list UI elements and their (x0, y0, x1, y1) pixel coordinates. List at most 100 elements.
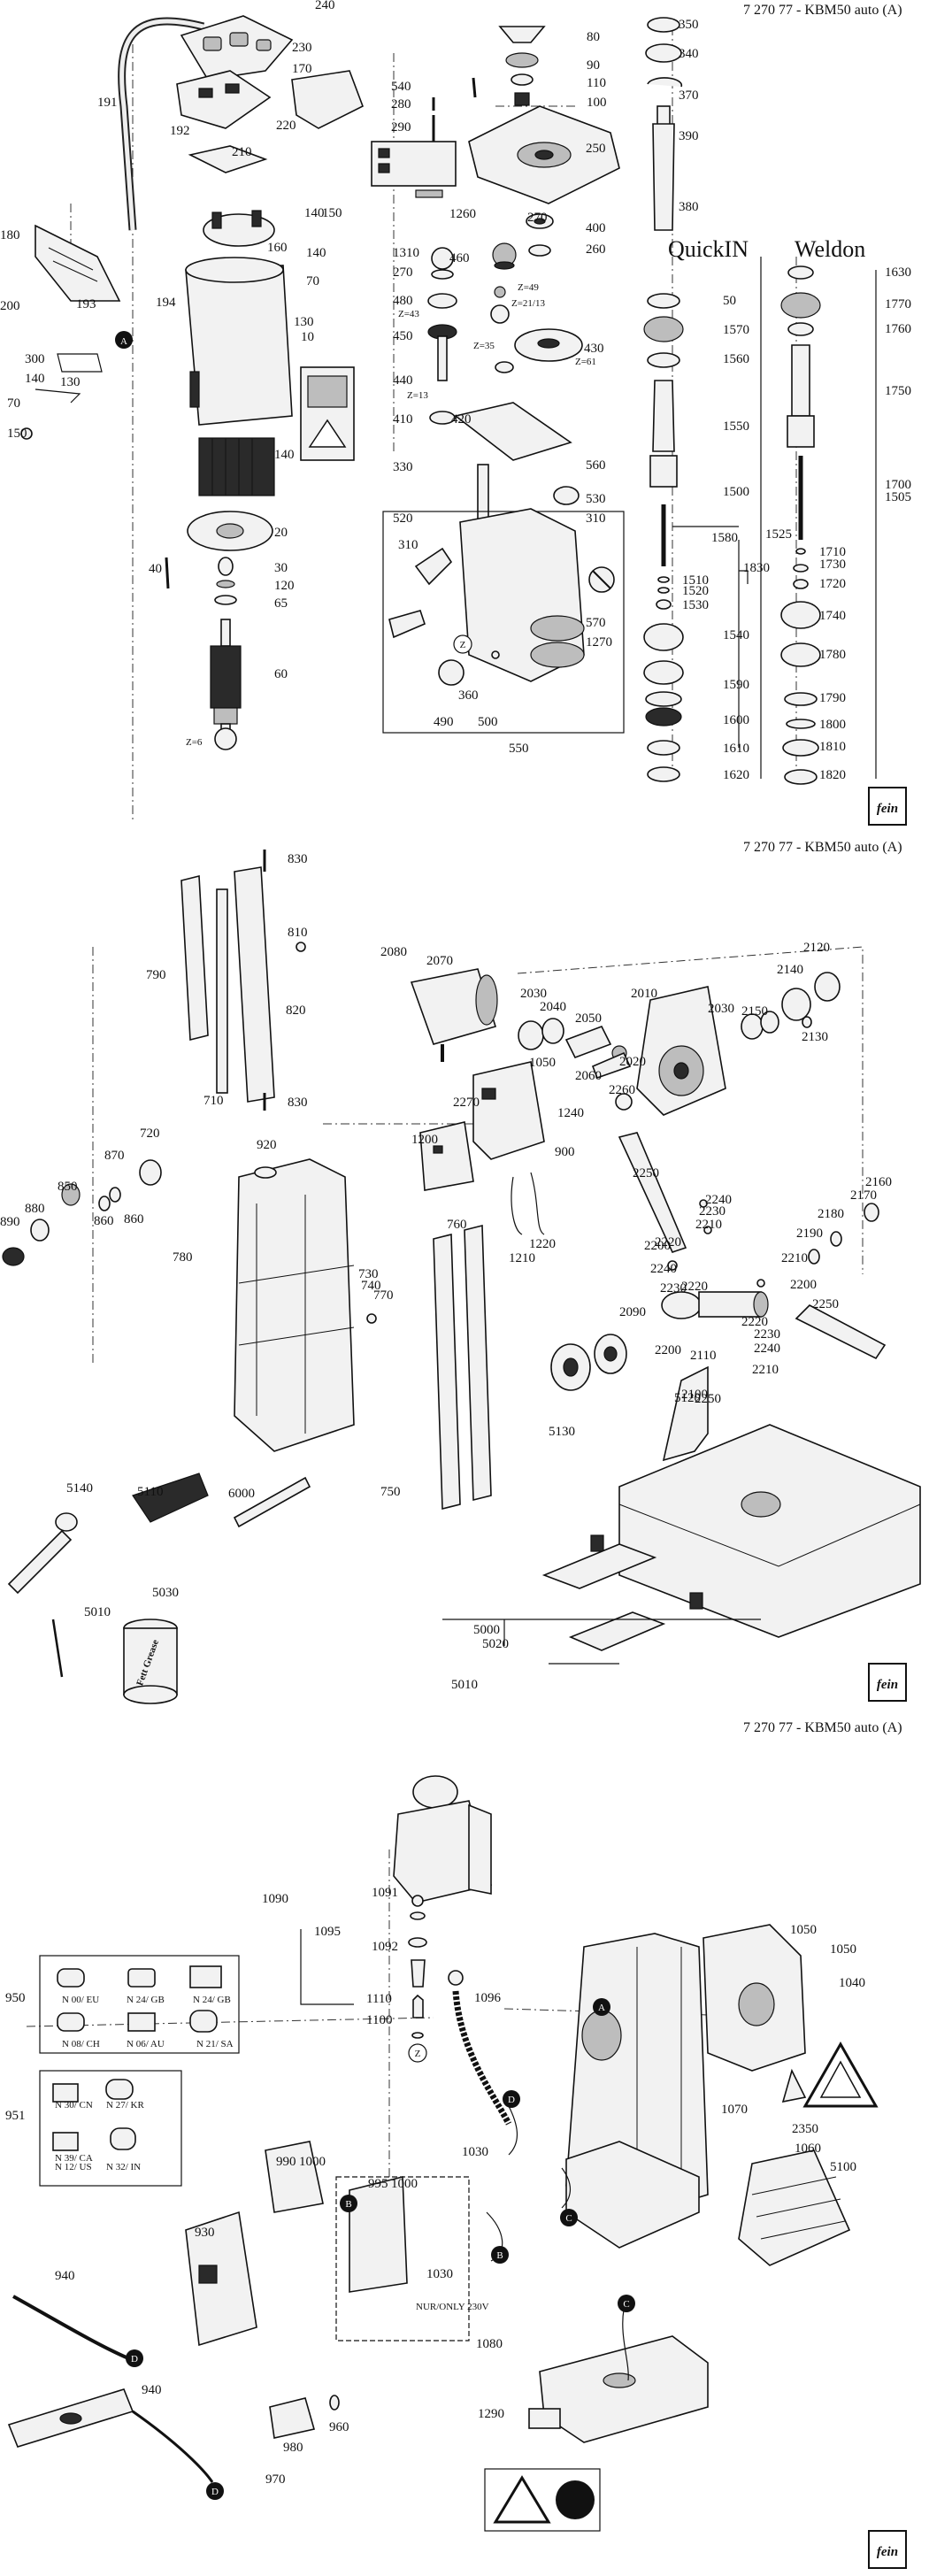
part-callout: 2060 (575, 1069, 602, 1083)
part-callout: 380 (679, 200, 699, 214)
part-callout: 30 (274, 561, 288, 575)
part-callout: 2200 (790, 1278, 817, 1292)
part-callout: 1060 (795, 2142, 821, 2156)
part-callout: 5110 (137, 1485, 163, 1499)
svg-text:A: A (120, 336, 127, 347)
plug-type-label: N 08/ CH (62, 2039, 100, 2049)
part-callout: 2200 (655, 1343, 681, 1357)
part-callout: 1200 (411, 1133, 438, 1147)
hub-2090 (661, 1291, 769, 1319)
part-callout: 760 (447, 1218, 467, 1232)
part-callout: 720 (140, 1127, 160, 1141)
part-callout: 1050 (790, 1923, 817, 1937)
part-callout: 1096 (474, 1991, 502, 2005)
part-callout: 2120 (803, 941, 830, 955)
plug-icons (52, 1965, 222, 2151)
part-callout: 2130 (802, 1030, 828, 1044)
part-callout: 940 (142, 2383, 162, 2397)
part-callout: 1780 (819, 648, 846, 662)
part-callout: 2140 (777, 963, 803, 977)
part-callout: 1000 (391, 2177, 418, 2191)
coolant-tank-1090 (393, 1775, 492, 1903)
armature-50 (210, 619, 242, 750)
part-callout: 1220 (529, 1237, 556, 1251)
part-callout: 940 (55, 2269, 75, 2283)
group-label-quickin: QuickIN (668, 236, 749, 262)
part-callout: 270 (393, 265, 413, 280)
part-callout: 5100 (830, 2160, 856, 2174)
part-callout: 400 (586, 221, 606, 235)
part-callout: 920 (257, 1138, 277, 1152)
part-callout: 970 (265, 2472, 286, 2487)
plug-type-label: N 32/ IN (106, 2162, 141, 2172)
spindle-housing-300 (459, 508, 615, 682)
part-callout: 250 (586, 142, 606, 156)
part-callout: 770 (373, 1288, 394, 1303)
part-callout: 890 (0, 1215, 20, 1229)
part-callout: 80 (587, 30, 600, 44)
fein-logo: fein (868, 787, 907, 826)
part-callout: 2240 (705, 1193, 732, 1207)
part-callout: 2030 (520, 987, 547, 1001)
part-callout: 830 (288, 1096, 308, 1110)
gear-tooth-note: Z=6 (186, 737, 203, 748)
svg-text:B: B (496, 2250, 503, 2261)
part-callout: 150 (322, 206, 342, 220)
gear-tooth-note: Z=49 (518, 282, 539, 293)
part-callout: 5140 (66, 1481, 93, 1496)
svg-text:A: A (598, 2003, 605, 2013)
part-callout: 140 (25, 372, 45, 386)
part-callout: 1050 (529, 1056, 556, 1070)
svg-text:Z: Z (460, 640, 466, 650)
part-callout: 5000 (473, 1623, 500, 1637)
part-callout: 1790 (819, 691, 846, 705)
gear-housing-2010 (636, 986, 726, 1116)
part-callout: 210 (232, 145, 252, 159)
part-callout: 1760 (885, 322, 911, 336)
page-1: A (20, 15, 907, 826)
svg-text:D: D (508, 2095, 515, 2105)
part-callout: 1570 (723, 323, 749, 337)
part-callout: 1610 (723, 742, 749, 756)
part-callout: 1510 (682, 573, 709, 588)
part-callout: 870 (104, 1149, 125, 1163)
part-callout: 2250 (695, 1392, 721, 1406)
part-callout: 2250 (812, 1297, 839, 1311)
part-callout: 5120 (674, 1391, 701, 1405)
part-callout: 730 (358, 1267, 379, 1281)
part-callout: 360 (458, 688, 479, 703)
part-callout: 440 (393, 373, 413, 388)
part-callout: 194 (156, 296, 176, 310)
part-callout: 100 (587, 96, 607, 110)
part-callout: 2260 (609, 1083, 635, 1097)
part-callout: 270 (527, 211, 548, 225)
part-callout: 500 (478, 715, 498, 729)
part-callout: 2070 (426, 954, 453, 968)
part-callout: 2230 (699, 1204, 726, 1219)
part-callout: 50 (723, 294, 736, 308)
document-id-header: 7 270 77 - KBM50 auto (A) (743, 3, 902, 18)
part-callout: 530 (586, 492, 606, 506)
part-callout: 960 (329, 2420, 349, 2434)
part-callout: 40 (149, 562, 162, 576)
part-callout: 130 (294, 315, 314, 329)
part-callout: 1050 (830, 1942, 856, 1957)
carry-case (541, 1424, 921, 1651)
part-callout: 930 (195, 2226, 215, 2240)
part-callout: 1080 (476, 2337, 503, 2351)
part-callout: 1070 (721, 2103, 748, 2117)
part-callout: 2190 (796, 1226, 823, 1241)
gear-tooth-note: Z=43 (398, 309, 419, 319)
part-callout: 860 (124, 1212, 144, 1226)
part-callout: 1590 (723, 678, 749, 692)
part-callout: 2270 (453, 1096, 480, 1110)
part-callout: 310 (586, 511, 606, 526)
part-callout: 780 (173, 1250, 193, 1265)
part-callout: 540 (391, 80, 411, 94)
part-callout: 1092 (372, 1940, 398, 1954)
part-callout: 570 (586, 616, 606, 630)
part-callout: 1820 (819, 768, 846, 782)
part-callout: 2250 (633, 1166, 659, 1180)
part-callout: 1000 (299, 2155, 326, 2169)
part-callout: 2080 (380, 945, 407, 959)
